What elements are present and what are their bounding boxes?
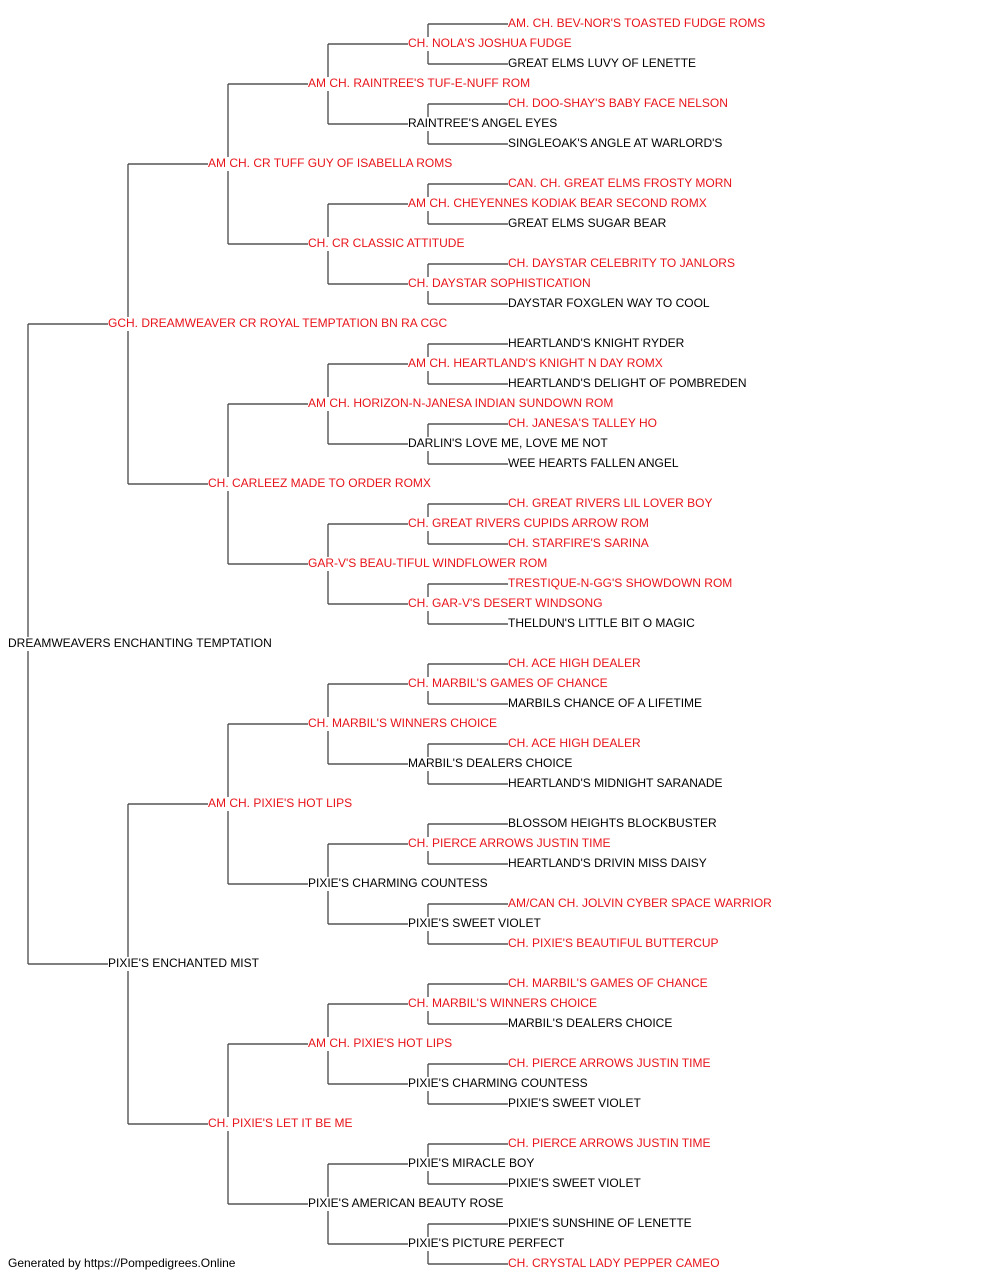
ancestor-name: CH. CRYSTAL LADY PEPPER CAMEO xyxy=(508,1256,720,1270)
ancestor-name: PIXIE'S MIRACLE BOY xyxy=(408,1156,534,1170)
ancestor-name: CH. CARLEEZ MADE TO ORDER ROMX xyxy=(208,476,431,490)
ancestor-name: RAINTREE'S ANGEL EYES xyxy=(408,116,557,130)
ancestor-name: CH. MARBIL'S WINNERS CHOICE xyxy=(408,996,597,1010)
ancestor-name: GREAT ELMS LUVY OF LENETTE xyxy=(508,56,696,70)
ancestor-name: CH. STARFIRE'S SARINA xyxy=(508,536,649,550)
ancestor-name: PIXIE'S SWEET VIOLET xyxy=(508,1096,641,1110)
ancestor-name: BLOSSOM HEIGHTS BLOCKBUSTER xyxy=(508,816,717,830)
ancestor-name: DARLIN'S LOVE ME, LOVE ME NOT xyxy=(408,436,608,450)
ancestor-name: SINGLEOAK'S ANGLE AT WARLORD'S xyxy=(508,136,722,150)
generated-by-footer: Generated by https://Pompedigrees.Online xyxy=(8,1256,236,1270)
ancestor-name: CH. NOLA'S JOSHUA FUDGE xyxy=(408,36,572,50)
ancestor-name: AM CH. HORIZON-N-JANESA INDIAN SUNDOWN R… xyxy=(308,396,613,410)
ancestor-name: AM/CAN CH. JOLVIN CYBER SPACE WARRIOR xyxy=(508,896,772,910)
ancestor-name: GREAT ELMS SUGAR BEAR xyxy=(508,216,667,230)
ancestor-name: AM. CH. BEV-NOR'S TOASTED FUDGE ROMS xyxy=(508,16,765,30)
ancestor-name: GCH. DREAMWEAVER CR ROYAL TEMPTATION BN … xyxy=(108,316,447,330)
ancestor-name: CH. ACE HIGH DEALER xyxy=(508,736,641,750)
ancestor-name: CAN. CH. GREAT ELMS FROSTY MORN xyxy=(508,176,732,190)
ancestor-name: AM CH. PIXIE'S HOT LIPS xyxy=(208,796,352,810)
ancestor-name: CH. DAYSTAR SOPHISTICATION xyxy=(408,276,591,290)
ancestor-name: MARBIL'S DEALERS CHOICE xyxy=(408,756,572,770)
ancestor-name: CH. GREAT RIVERS LIL LOVER BOY xyxy=(508,496,713,510)
ancestor-name: MARBIL'S DEALERS CHOICE xyxy=(508,1016,672,1030)
ancestor-name: TRESTIQUE-N-GG'S SHOWDOWN ROM xyxy=(508,576,732,590)
ancestor-name: CH. PIXIE'S LET IT BE ME xyxy=(208,1116,353,1130)
ancestor-name: AM CH. CHEYENNES KODIAK BEAR SECOND ROMX xyxy=(408,196,707,210)
ancestor-name: CH. ACE HIGH DEALER xyxy=(508,656,641,670)
ancestor-name: PIXIE'S CHARMING COUNTESS xyxy=(308,876,488,890)
ancestor-name: HEARTLAND'S KNIGHT RYDER xyxy=(508,336,685,350)
ancestor-name: CH. MARBIL'S WINNERS CHOICE xyxy=(308,716,497,730)
ancestor-name: PIXIE'S ENCHANTED MIST xyxy=(108,956,260,970)
ancestor-name: MARBILS CHANCE OF A LIFETIME xyxy=(508,696,702,710)
ancestor-name: PIXIE'S AMERICAN BEAUTY ROSE xyxy=(308,1196,503,1210)
ancestor-name: PIXIE'S PICTURE PERFECT xyxy=(408,1236,565,1250)
ancestor-name: CH. PIERCE ARROWS JUSTIN TIME xyxy=(508,1056,710,1070)
ancestor-name: CH. JANESA'S TALLEY HO xyxy=(508,416,657,430)
ancestor-name: PIXIE'S CHARMING COUNTESS xyxy=(408,1076,588,1090)
ancestor-name: GAR-V'S BEAU-TIFUL WINDFLOWER ROM xyxy=(308,556,547,570)
ancestor-name: AM CH. HEARTLAND'S KNIGHT N DAY ROMX xyxy=(408,356,663,370)
ancestor-name: CH. PIERCE ARROWS JUSTIN TIME xyxy=(408,836,610,850)
ancestor-name: HEARTLAND'S MIDNIGHT SARANADE xyxy=(508,776,723,790)
ancestor-name: CH. MARBIL'S GAMES OF CHANCE xyxy=(408,676,608,690)
ancestor-name: WEE HEARTS FALLEN ANGEL xyxy=(508,456,679,470)
ancestor-name: AM CH. RAINTREE'S TUF-E-NUFF ROM xyxy=(308,76,530,90)
ancestor-name: AM CH. CR TUFF GUY OF ISABELLA ROMS xyxy=(208,156,452,170)
ancestor-name: CH. PIXIE'S BEAUTIFUL BUTTERCUP xyxy=(508,936,719,950)
ancestor-name: CH. GREAT RIVERS CUPIDS ARROW ROM xyxy=(408,516,649,530)
ancestor-name: PIXIE'S SUNSHINE OF LENETTE xyxy=(508,1216,692,1230)
ancestor-name: CH. DAYSTAR CELEBRITY TO JANLORS xyxy=(508,256,735,270)
ancestor-name: AM CH. PIXIE'S HOT LIPS xyxy=(308,1036,452,1050)
ancestor-name: CH. MARBIL'S GAMES OF CHANCE xyxy=(508,976,708,990)
ancestor-name: HEARTLAND'S DELIGHT OF POMBREDEN xyxy=(508,376,747,390)
ancestor-name: CH. PIERCE ARROWS JUSTIN TIME xyxy=(508,1136,710,1150)
subject-name: DREAMWEAVERS ENCHANTING TEMPTATION xyxy=(8,636,272,650)
ancestor-name: CH. GAR-V'S DESERT WINDSONG xyxy=(408,596,603,610)
pedigree-labels: DREAMWEAVERS ENCHANTING TEMPTATION GCH. D… xyxy=(8,16,772,1270)
ancestor-name: HEARTLAND'S DRIVIN MISS DAISY xyxy=(508,856,707,870)
ancestor-name: THELDUN'S LITTLE BIT O MAGIC xyxy=(508,616,695,630)
ancestor-name: PIXIE'S SWEET VIOLET xyxy=(408,916,541,930)
ancestor-name: DAYSTAR FOXGLEN WAY TO COOL xyxy=(508,296,710,310)
ancestor-name: PIXIE'S SWEET VIOLET xyxy=(508,1176,641,1190)
ancestor-name: CH. DOO-SHAY'S BABY FACE NELSON xyxy=(508,96,728,110)
pedigree-connectors xyxy=(27,23,508,1265)
ancestor-name: CH. CR CLASSIC ATTITUDE xyxy=(308,236,464,250)
